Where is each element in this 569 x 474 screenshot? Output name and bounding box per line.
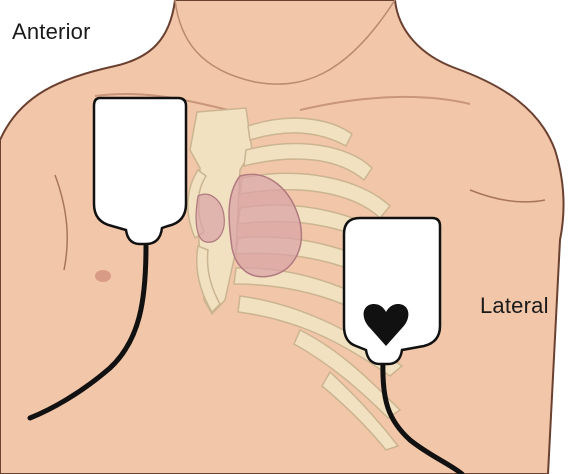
lateral-pad xyxy=(344,218,440,364)
anterior-label: Anterior xyxy=(12,19,91,45)
lateral-label: Lateral xyxy=(480,293,549,319)
pad-icon xyxy=(94,98,186,244)
nipple xyxy=(95,270,111,282)
pad-icon xyxy=(344,218,440,364)
anterior-pad xyxy=(94,98,186,244)
